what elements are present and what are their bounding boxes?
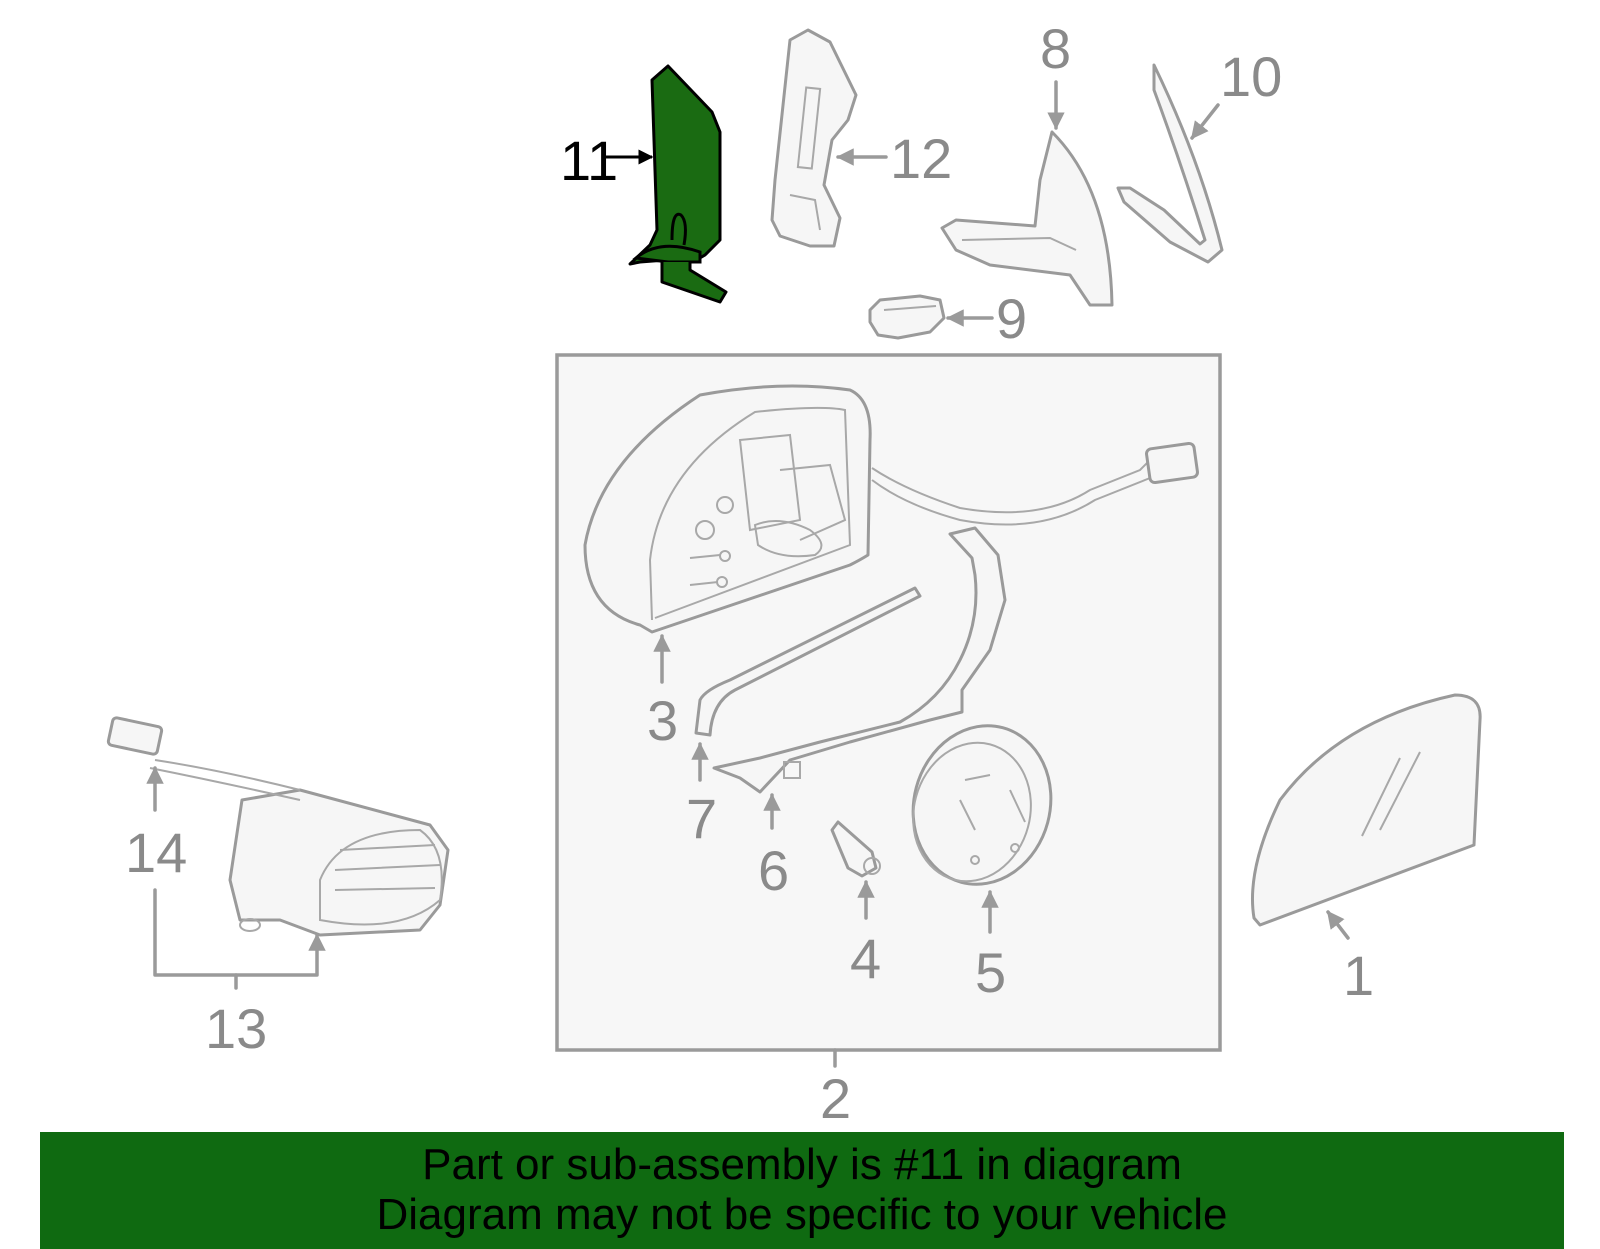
leader-10 — [1190, 103, 1220, 140]
part-4[interactable] — [830, 820, 881, 878]
part-1[interactable] — [1251, 693, 1482, 927]
label-3[interactable]: 3 — [647, 689, 678, 752]
label-2[interactable]: 2 — [820, 1067, 851, 1130]
label-7[interactable]: 7 — [686, 787, 717, 850]
info-banner: Part or sub-assembly is #11 in diagram D… — [40, 1132, 1564, 1249]
label-8[interactable]: 8 — [1040, 17, 1071, 80]
part-7[interactable] — [694, 586, 922, 737]
part-13[interactable] — [228, 788, 450, 937]
part-11-highlighted[interactable] — [628, 64, 728, 304]
leader-1 — [1326, 910, 1350, 940]
part-9[interactable] — [868, 294, 946, 340]
part-3[interactable] — [583, 384, 1199, 634]
label-12[interactable]: 12 — [890, 127, 952, 190]
label-6[interactable]: 6 — [758, 839, 789, 902]
label-5[interactable]: 5 — [975, 941, 1006, 1004]
label-14[interactable]: 14 — [125, 821, 187, 884]
part-5[interactable] — [896, 710, 1069, 900]
part-6[interactable] — [712, 526, 1007, 794]
label-11[interactable]: 11 — [560, 129, 618, 192]
label-13[interactable]: 13 — [205, 997, 267, 1060]
part-12[interactable] — [770, 28, 858, 248]
label-4[interactable]: 4 — [850, 927, 881, 990]
banner-line-1: Part or sub-assembly is #11 in diagram — [422, 1140, 1182, 1189]
part-8[interactable] — [940, 130, 1114, 307]
part-14[interactable] — [106, 716, 301, 801]
label-9[interactable]: 9 — [996, 287, 1027, 350]
part-10[interactable] — [1116, 63, 1224, 264]
label-1[interactable]: 1 — [1343, 944, 1374, 1007]
label-10[interactable]: 10 — [1220, 45, 1282, 108]
banner-line-2: Diagram may not be specific to your vehi… — [376, 1190, 1228, 1239]
